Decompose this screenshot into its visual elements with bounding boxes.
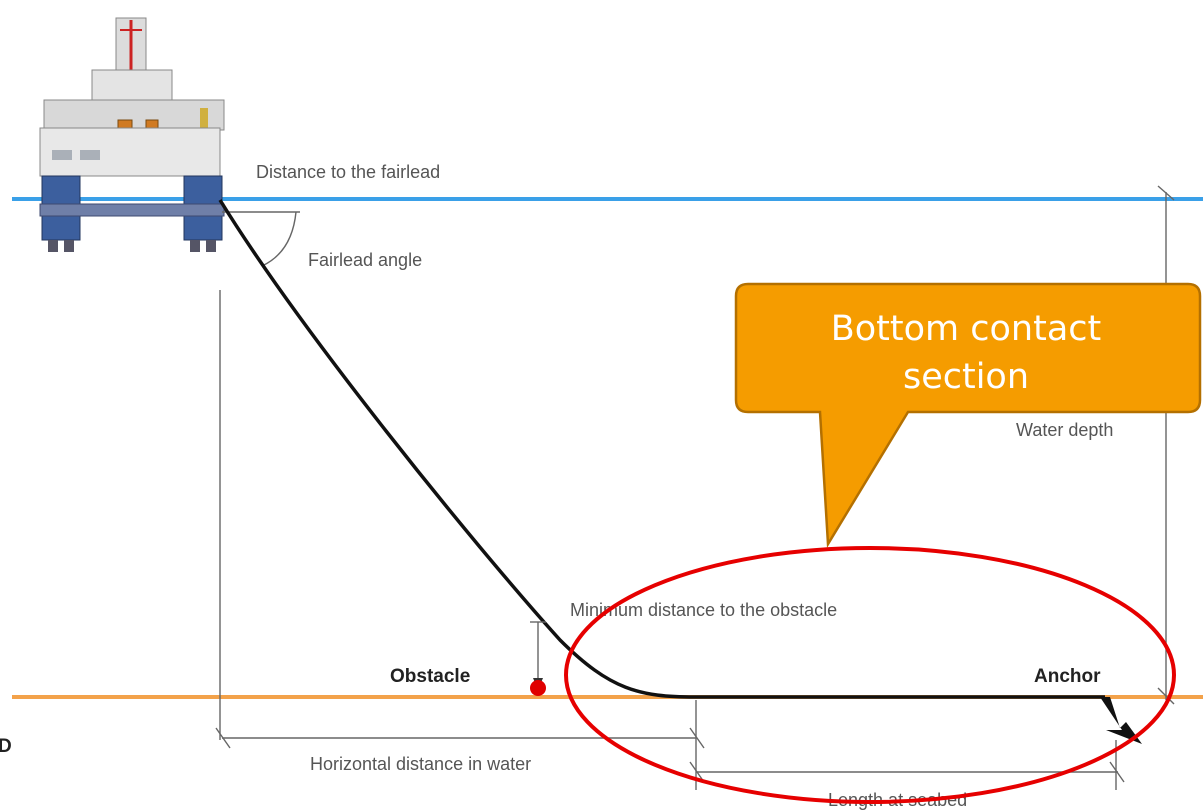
mooring-line xyxy=(218,199,1105,699)
anchor-icon xyxy=(1100,697,1142,744)
obstacle-marker xyxy=(530,680,546,696)
fairlead-angle-label: Fairlead angle xyxy=(308,250,422,270)
callout-shape xyxy=(734,282,1202,549)
minimum-distance-label: Minimum distance to the obstacle xyxy=(570,600,837,620)
left-cut-label: D xyxy=(0,736,12,757)
bottom-contact-highlight xyxy=(564,546,1176,804)
anchor-label: Anchor xyxy=(1034,666,1101,687)
callout-bubble: Bottom contact section xyxy=(734,282,1202,549)
callout-line-1: Bottom contact xyxy=(831,309,1101,349)
fairlead-angle-arc xyxy=(261,211,297,267)
water-depth-label: Water depth xyxy=(1016,420,1113,440)
distance-fairlead-label: Distance to the fairlead xyxy=(256,162,440,182)
callout-line-2: section xyxy=(903,357,1029,397)
horizontal-distance-label: Horizontal distance in water xyxy=(310,754,531,774)
obstacle-label: Obstacle xyxy=(390,666,470,687)
semi-submersible-rig-icon xyxy=(39,17,225,252)
